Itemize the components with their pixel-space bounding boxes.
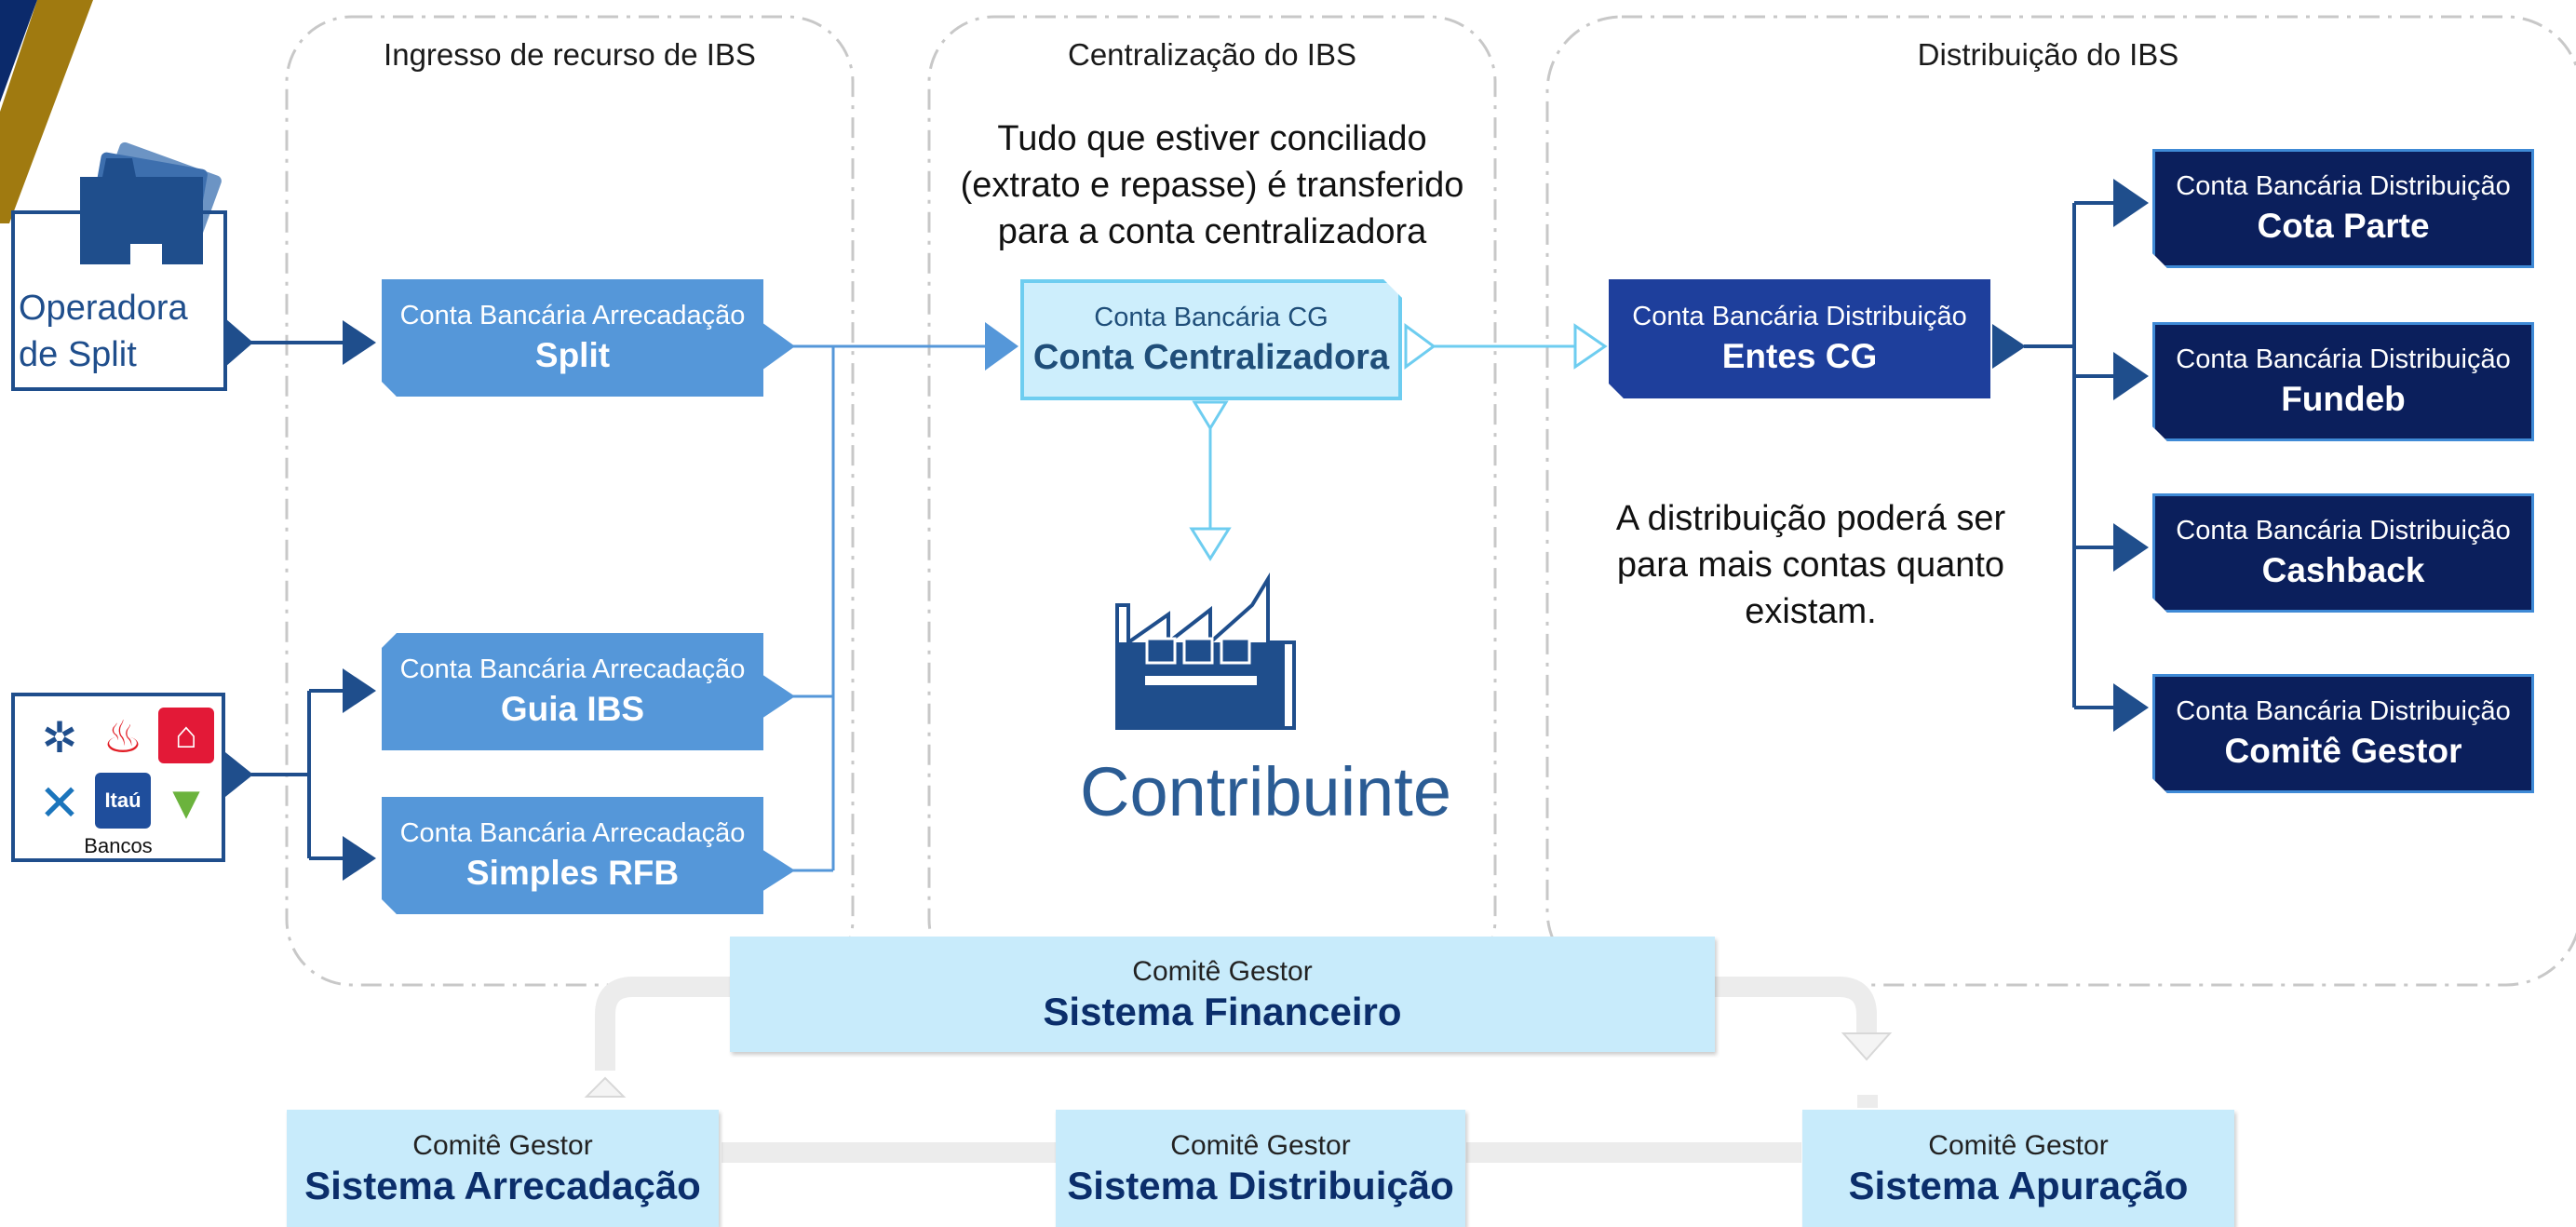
connector-bancos-fork	[251, 689, 363, 860]
arrow-operadora-out	[225, 318, 253, 367]
arrow-cg-in	[985, 322, 1018, 371]
factory-icon	[1115, 572, 1296, 730]
box-subtitle: Comitê Gestor	[1132, 956, 1313, 987]
arrow-cota-in	[2113, 179, 2149, 227]
santander-icon: ♨	[102, 713, 143, 762]
box-subtitle: Conta Bancária Distribuição	[1632, 302, 1967, 331]
operadora-label: Operadora de Split	[19, 285, 223, 378]
box-subtitle: Conta Bancária Distribuição	[2176, 171, 2511, 201]
box-title: Entes CG	[1721, 337, 1878, 375]
operadora-frame	[11, 210, 227, 391]
arrow-cashback-in	[2113, 523, 2149, 572]
connector-financeiro-apuracao	[1713, 977, 1877, 1033]
note-line: (extrato e repasse) é transferido	[960, 166, 1464, 205]
box-subtitle: Conta Bancária Arrecadação	[399, 654, 746, 684]
connector-entes-fanout	[2024, 201, 2132, 709]
conta-arrecadacao-simples-rfb: Conta Bancária Arrecadação Simples RFB	[382, 797, 763, 914]
box-title: Cashback	[2261, 551, 2425, 589]
box-title: Sistema Apuração	[1848, 1164, 2189, 1207]
operadora-line: de Split	[19, 335, 137, 374]
corner-stripe-navy	[0, 0, 37, 102]
box-subtitle: Conta Bancária Arrecadação	[399, 301, 746, 330]
caixa-icon: ✕	[38, 775, 81, 831]
note-line: existam.	[1745, 592, 1877, 631]
note-line: para mais contas quanto	[1616, 546, 2005, 585]
note-line: Tudo que estiver conciliado	[997, 119, 1427, 158]
connector-arrecadacao-merge	[782, 344, 987, 872]
box-subtitle: Comitê Gestor	[412, 1130, 593, 1161]
arrow-guia-in	[343, 668, 376, 713]
section-title-distribuicao: Distribuição do IBS	[1917, 37, 2179, 72]
arrow-split-out	[762, 322, 795, 371]
section-title-ingresso: Ingresso de recurso de IBS	[384, 37, 756, 72]
arrow-entes-out	[1992, 324, 2026, 369]
sistema-arrecadacao: Comitê Gestor Sistema Arrecadação	[287, 1110, 719, 1227]
box-title: Fundeb	[2281, 380, 2406, 418]
conta-arrecadacao-guia-ibs: Conta Bancária Arrecadação Guia IBS	[382, 633, 763, 750]
arrow-comite-in	[2113, 683, 2149, 732]
conta-centralizadora: Conta Bancária CG Conta Centralizadora	[1020, 279, 1402, 400]
box-subtitle: Conta Bancária Distribuição	[2176, 696, 2511, 726]
arrow-simples-out	[762, 849, 795, 892]
box-title: Split	[534, 336, 611, 374]
arrow-to-arrecadacao	[584, 1076, 627, 1098]
note-centralizacao: Tudo que estiver conciliado (extrato e r…	[931, 115, 1493, 255]
arrow-fundeb-in	[2113, 352, 2149, 400]
bancos-label: Bancos	[84, 834, 153, 857]
box-title: Guia IBS	[500, 690, 645, 728]
arrow-guia-out	[762, 674, 795, 719]
sistema-distribuicao: Comitê Gestor Sistema Distribuição	[1056, 1110, 1465, 1227]
box-subtitle: Conta Bancária Arrecadação	[399, 818, 746, 848]
note-line: para a conta centralizadora	[997, 212, 1427, 251]
arrow-contribuinte-in	[1189, 527, 1232, 561]
bancos-frame: ✲ ♨ ⌂ ✕ Itaú ▼ Bancos	[11, 693, 225, 862]
box-subtitle: Conta Bancária CG	[1094, 303, 1328, 332]
box-title: Simples RFB	[465, 854, 680, 892]
note-distribuicao: A distribuição poderá ser para mais cont…	[1564, 495, 2057, 635]
note-line: A distribuição poderá ser	[1615, 499, 2006, 538]
box-title: Sistema Distribuição	[1067, 1164, 1454, 1207]
conta-distribuicao-entes-cg: Conta Bancária Distribuição Entes CG	[1609, 279, 1990, 398]
box-title: Sistema Arrecadação	[304, 1164, 701, 1207]
section-frame-ingresso	[285, 15, 855, 987]
box-subtitle: Comitê Gestor	[1928, 1130, 2109, 1161]
arrow-simples-in	[343, 836, 376, 881]
box-title: Sistema Financeiro	[1043, 990, 1402, 1033]
conta-distribuicao-fundeb: Conta Bancária Distribuição Fundeb	[2152, 322, 2534, 441]
box-title: Comitê Gestor	[2224, 732, 2462, 770]
connector-financeiro-arrecadacao	[595, 977, 732, 1071]
conta-distribuicao-comite-gestor: Conta Bancária Distribuição Comitê Gesto…	[2152, 674, 2534, 793]
box-subtitle: Comitê Gestor	[1170, 1130, 1351, 1161]
bb-icon: ✲	[41, 713, 78, 762]
sicredi-icon: ▼	[163, 776, 209, 829]
box-title: Conta Centralizadora	[1032, 338, 1390, 377]
bradesco-icon: ⌂	[158, 708, 214, 763]
sistema-apuracao: Comitê Gestor Sistema Apuração	[1802, 1110, 2234, 1227]
itau-icon: Itaú	[95, 773, 151, 829]
arrow-split-in	[343, 320, 376, 365]
conta-distribuicao-cashback: Conta Bancária Distribuição Cashback	[2152, 493, 2534, 613]
contribuinte-label: Contribuinte	[1080, 753, 1452, 830]
arrow-cg-out	[1404, 323, 1436, 370]
arrow-cg-down	[1192, 400, 1229, 431]
connector-apuracao-stub	[1857, 1095, 1878, 1108]
operadora-line: Operadora	[19, 289, 188, 328]
corner-stripe-gold	[0, 0, 93, 223]
sistema-financeiro: Comitê Gestor Sistema Financeiro	[730, 937, 1715, 1052]
conta-distribuicao-cota-parte: Conta Bancária Distribuição Cota Parte	[2152, 149, 2534, 268]
arrow-bancos-out	[225, 752, 253, 797]
arrow-entes-in	[1573, 323, 1608, 370]
arrow-to-apuracao	[1841, 1032, 1893, 1061]
section-frame-distribuicao	[1545, 15, 2576, 987]
box-subtitle: Conta Bancária Distribuição	[2176, 516, 2511, 546]
section-title-centralizacao: Centralização do IBS	[1067, 37, 1356, 72]
conta-arrecadacao-split: Conta Bancária Arrecadação Split	[382, 279, 763, 397]
box-subtitle: Conta Bancária Distribuição	[2176, 344, 2511, 374]
box-title: Cota Parte	[2257, 207, 2430, 245]
